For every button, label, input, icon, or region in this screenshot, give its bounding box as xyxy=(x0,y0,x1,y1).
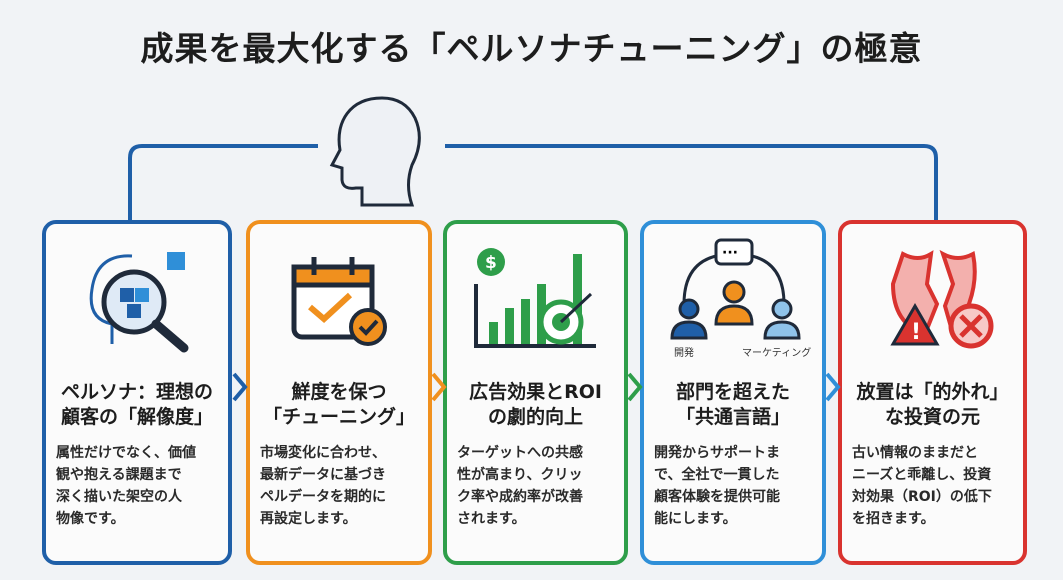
dept-label-dev: 開発 xyxy=(674,346,694,359)
dept-label-marketing: マーケティング xyxy=(742,346,811,359)
broken-shield-warning-icon: ! xyxy=(852,224,1013,374)
chevron-right-icon xyxy=(825,372,841,402)
calendar-check-icon xyxy=(260,224,418,374)
card-common-language: ··· 開発 マーケティング 部門を超えた 「共通言語」 開発からサポートま で、全… xyxy=(640,220,826,565)
card-heading: 広告効果とROI の劇的向上 xyxy=(469,381,602,428)
card-body: 開発からサポートま で、全社で一貫した 顧客体験を提供可能 能にします。 xyxy=(654,445,780,527)
svg-text:$: $ xyxy=(485,253,497,273)
head-profile-icon xyxy=(329,96,421,207)
page-title: 成果を最大化する「ペルソナチューニング」の極意 xyxy=(140,29,923,68)
connector-line xyxy=(128,96,938,222)
card-tuning: 鮮度を保つ 「チューニング」 市場変化に合わせ、 最新データに基づき ペルデータ… xyxy=(246,220,432,565)
team-communication-icon: ··· 開発 マーケティング xyxy=(654,224,812,374)
chevron-right-icon xyxy=(431,372,447,402)
chevron-right-icon xyxy=(627,372,643,402)
card-body: 属性だけでなく、価値 観や抱える課題まで 深く描いた架空の人 物像です。 xyxy=(56,445,196,527)
card-neglect: ! 放置は「的外れ」 な投資の元 古い情報のままだと ニーズと乖離し、投資 対効… xyxy=(838,220,1027,565)
card-heading: 鮮度を保つ 「チューニング」 xyxy=(262,381,415,428)
svg-text:!: ! xyxy=(911,320,921,345)
card-heading: 放置は「的外れ」 な投資の元 xyxy=(856,381,1009,428)
card-roi: $ 広告効果とROI の劇的向上 ターゲットへの共感 性が高まり、クリッ ク率や… xyxy=(443,220,628,565)
chevron-right-icon xyxy=(232,372,248,402)
svg-text:···: ··· xyxy=(722,245,738,261)
card-body: ターゲットへの共感 性が高まり、クリッ ク率や成約率が改善 されます。 xyxy=(457,445,583,527)
card-persona: ペルソナ：理想の 顧客の「解像度」 属性だけでなく、価値 観や抱える課題まで 深… xyxy=(42,220,232,565)
card-heading: 部門を超えた 「共通言語」 xyxy=(675,381,790,428)
card-body: 古い情報のままだと ニーズと乖離し、投資 対効果（ROI）の低下 を招きます。 xyxy=(852,445,992,527)
card-heading: ペルソナ：理想の 顧客の「解像度」 xyxy=(60,381,213,428)
growth-chart-target-icon: $ xyxy=(457,224,614,374)
head-puzzle-magnifier-icon xyxy=(56,224,218,374)
card-body: 市場変化に合わせ、 最新データに基づき ペルデータを期的に 再設定します。 xyxy=(260,445,386,527)
